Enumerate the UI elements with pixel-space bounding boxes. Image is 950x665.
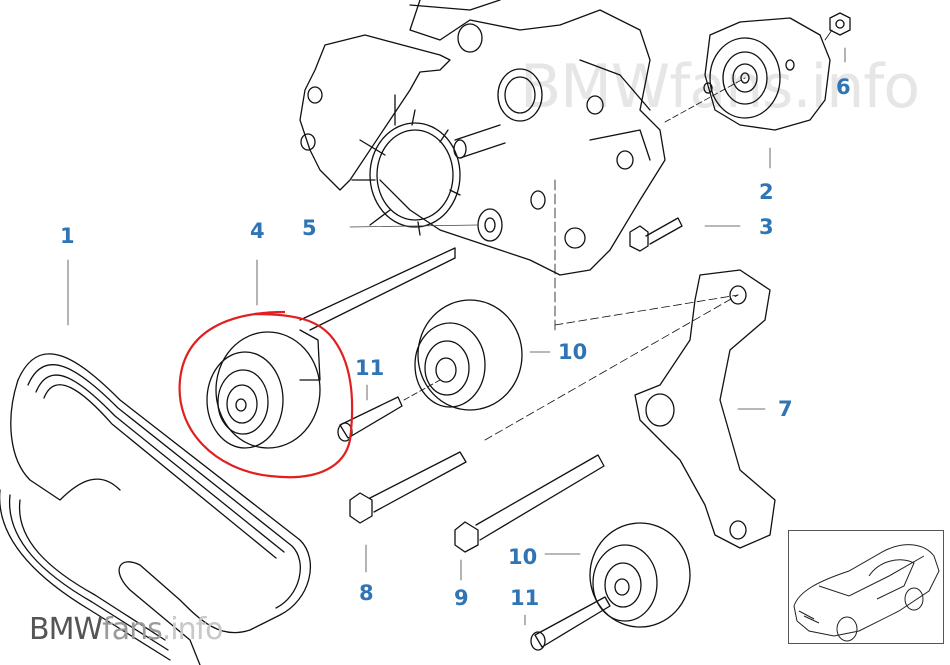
watermark-bottom: BMWfans.info: [29, 612, 224, 647]
callout-10-lower: 10: [508, 545, 538, 569]
socket-bolt-lower: [530, 596, 611, 651]
leader-lines: [67, 47, 846, 626]
bracket: [634, 269, 776, 549]
callout-6: 6: [836, 75, 851, 99]
callout-1: 1: [60, 224, 75, 248]
callout-5: 5: [302, 216, 317, 240]
callout-11-lower: 11: [510, 586, 540, 610]
callout-7: 7: [778, 397, 793, 421]
callout-3: 3: [759, 215, 774, 239]
hex-bolt-8: [349, 451, 467, 524]
guide-pulley-lower: [589, 522, 691, 628]
callout-2: 2: [759, 180, 774, 204]
highlight-circle: [178, 310, 354, 479]
idler-pulley: [206, 329, 321, 449]
guide-pulley-upper: [414, 299, 523, 411]
hex-bolt-9: [454, 454, 605, 553]
vehicle-inset: [788, 530, 944, 644]
callout-4: 4: [250, 219, 265, 243]
socket-bolt-upper: [337, 396, 403, 442]
engine-front-cover: [299, 0, 666, 276]
car-outline-icon: [793, 544, 940, 642]
callout-10-upper: 10: [558, 340, 588, 364]
ribbed-v-belt: [0, 353, 312, 665]
hex-nut: [829, 12, 851, 36]
callout-9: 9: [454, 586, 469, 610]
callout-8: 8: [359, 581, 374, 605]
hex-bolt-3: [629, 217, 683, 252]
belt-tensioner: [703, 17, 831, 131]
callout-11-upper: 11: [355, 356, 385, 380]
spacer: [477, 208, 503, 242]
